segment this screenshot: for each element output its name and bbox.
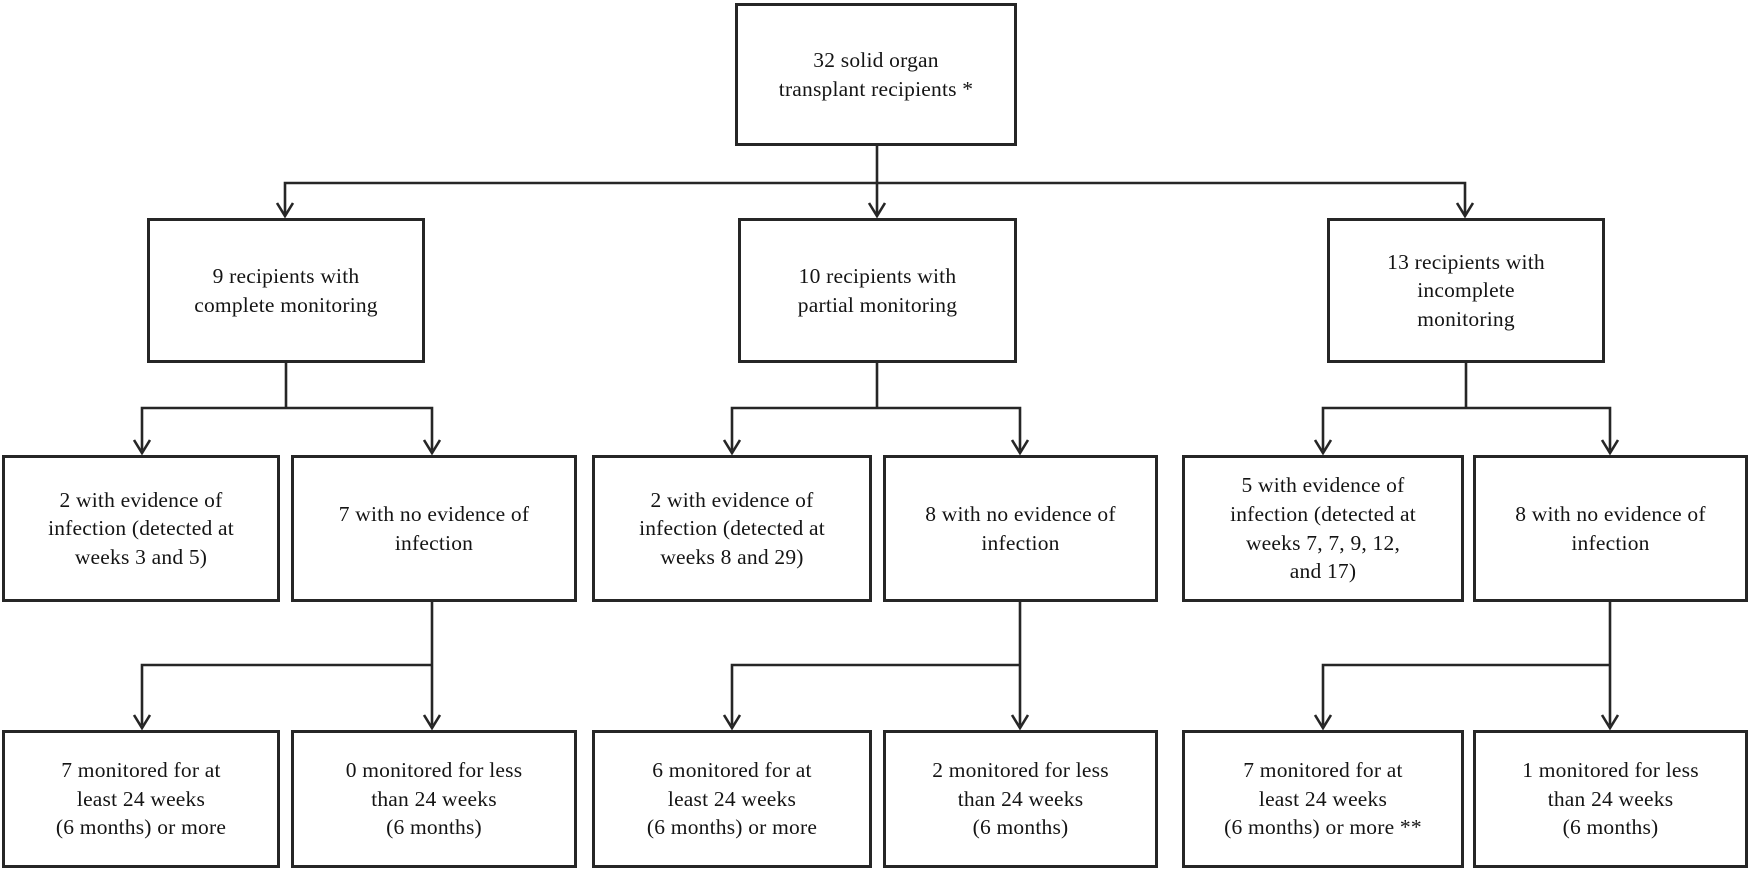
node-complete-monitoring-label: 9 recipients with complete monitoring [194, 263, 378, 317]
node-partial-monitored-24wk: 6 monitored for at least 24 weeks (6 mon… [592, 730, 872, 868]
node-complete-no-evidence: 7 with no evidence of infection [291, 455, 577, 602]
connector-root-to-branches [275, 144, 1475, 219]
node-incomplete-evidence-label: 5 with evidence of infection (detected a… [1230, 473, 1416, 584]
node-complete-monitored-24wk-label: 7 monitored for at least 24 weeks (6 mon… [55, 758, 227, 840]
node-total-recipients-label: 32 solid organ transplant recipients * [778, 47, 974, 101]
node-incomplete-monitoring: 13 recipients with incomplete monitoring [1327, 218, 1605, 363]
node-complete-monitored-24wk: 7 monitored for at least 24 weeks (6 mon… [2, 730, 280, 868]
node-partial-no-evidence-label: 8 with no evidence of infection [925, 501, 1116, 555]
node-incomplete-monitored-less-label: 1 monitored for less than 24 weeks (6 mo… [1522, 758, 1699, 840]
node-incomplete-no-evidence-label: 8 with no evidence of infection [1515, 501, 1706, 555]
node-total-recipients: 32 solid organ transplant recipients * [735, 3, 1017, 146]
node-complete-monitoring: 9 recipients with complete monitoring [147, 218, 425, 363]
node-partial-evidence-label: 2 with evidence of infection (detected a… [639, 487, 825, 569]
node-incomplete-monitored-less: 1 monitored for less than 24 weeks (6 mo… [1473, 730, 1748, 868]
node-partial-no-evidence: 8 with no evidence of infection [883, 455, 1158, 602]
node-incomplete-monitored-24wk: 7 monitored for at least 24 weeks (6 mon… [1182, 730, 1464, 868]
connector-complete-to-outcomes [132, 361, 442, 456]
node-partial-monitored-less: 2 monitored for less than 24 weeks (6 mo… [883, 730, 1158, 868]
node-partial-monitored-24wk-label: 6 monitored for at least 24 weeks (6 mon… [646, 758, 818, 840]
node-incomplete-evidence: 5 with evidence of infection (detected a… [1182, 455, 1464, 602]
node-partial-monitored-less-label: 2 monitored for less than 24 weeks (6 mo… [932, 758, 1109, 840]
node-partial-evidence: 2 with evidence of infection (detected a… [592, 455, 872, 602]
connector-incomplete-to-outcomes [1313, 361, 1620, 456]
node-partial-monitoring: 10 recipients with partial monitoring [738, 218, 1017, 363]
node-complete-no-evidence-label: 7 with no evidence of infection [338, 501, 530, 555]
node-partial-monitoring-label: 10 recipients with partial monitoring [797, 263, 958, 317]
node-complete-monitored-less: 0 monitored for less than 24 weeks (6 mo… [291, 730, 577, 868]
connector-partial-to-duration [722, 600, 1030, 731]
node-incomplete-monitoring-label: 13 recipients with incomplete monitoring [1387, 249, 1545, 331]
connector-partial-to-outcomes [722, 361, 1030, 456]
connector-incomplete-to-duration [1313, 600, 1620, 731]
connector-complete-to-duration [132, 600, 442, 731]
node-complete-monitored-less-label: 0 monitored for less than 24 weeks (6 mo… [345, 758, 523, 840]
node-incomplete-no-evidence: 8 with no evidence of infection [1473, 455, 1748, 602]
node-incomplete-monitored-24wk-label: 7 monitored for at least 24 weeks (6 mon… [1224, 758, 1422, 840]
node-complete-evidence: 2 with evidence of infection (detected a… [2, 455, 280, 602]
node-complete-evidence-label: 2 with evidence of infection (detected a… [48, 487, 234, 569]
